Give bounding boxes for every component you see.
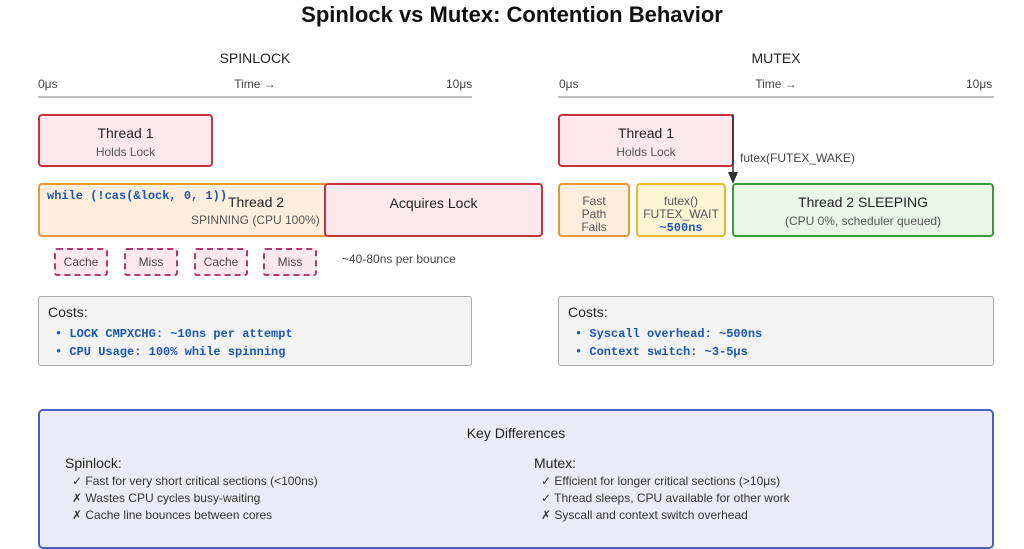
spinlock-thread2-state: SPINNING (CPU 100%) [191,213,320,227]
key-mutex-item: ✓ Thread sleeps, CPU available for other… [541,491,790,505]
spinlock-thread1-box: Thread 1 Holds Lock [38,114,213,167]
spinlock-thread1-state: Holds Lock [95,145,156,159]
spinlock-heading: SPINLOCK [219,50,291,66]
mutex-timeline-axis [558,96,994,98]
spinlock-timeline-axis [38,96,472,98]
fast-path-line: Fast [582,194,606,208]
spinlock-axis-end: 10μs [446,77,473,91]
mutex-axis-start: 0μs [559,77,579,91]
key-differences-title: Key Differences [466,425,566,441]
futex-wake-label: futex(FUTEX_WAKE) [740,151,855,165]
futex-wait-label: FUTEX_WAIT [643,207,719,221]
spinlock-cost-item: • LOCK CMPXCHG: ~10ns per attempt [55,327,293,341]
key-mutex-item: ✗ Syscall and context switch overhead [541,508,748,522]
cache-cell: Cache [54,248,108,276]
spinlock-thread1-name: Thread 1 [97,125,154,141]
fast-path-line: Fails [581,220,607,234]
cache-cell: Miss [124,248,178,276]
mutex-costs-title: Costs: [568,304,608,320]
key-spinlock-item: ✓ Fast for very short critical sections … [72,474,318,488]
mutex-costs-box: Costs: • Syscall overhead: ~500ns • Cont… [558,296,994,366]
key-mutex-item: ✓ Efficient for longer critical sections… [541,474,781,488]
key-spinlock-item: ✗ Wastes CPU cycles busy-waiting [72,491,261,505]
cache-cell: Miss [263,248,317,276]
spinlock-thread2-name: Thread 2 [228,194,285,210]
mutex-thread2-state: (CPU 0%, scheduler queued) [784,214,942,228]
futex-call-label: futex() [663,194,698,208]
mutex-heading: MUTEX [751,50,801,66]
spinlock-costs-title: Costs: [48,304,88,320]
key-spinlock-item: ✗ Cache line bounces between cores [72,508,273,522]
diagram-title: Spinlock vs Mutex: Contention Behavior [301,2,723,27]
mutex-axis-end: 10μs [966,77,993,91]
mutex-axis-label: Time → [755,77,797,91]
futex-wait-box: futex() FUTEX_WAIT ~500ns [636,183,726,237]
fast-path-line: Path [581,207,607,221]
spinlock-thread2-box: while (!cas(&lock, 0, 1)) Thread 2 SPINN… [38,183,328,237]
mutex-cost-item: • Syscall overhead: ~500ns [575,327,763,341]
wake-arrow [728,114,738,184]
mutex-thread2-name: Thread 2 SLEEPING [798,194,928,210]
key-differences-box: Key Differences Spinlock: ✓ Fast for ver… [38,409,994,549]
futex-wait-cost: ~500ns [659,221,703,235]
spinlock-acquires-label: Acquires Lock [389,195,478,211]
spinlock-cost-item: • CPU Usage: 100% while spinning [55,345,286,359]
cache-cell: Cache [194,248,248,276]
key-mutex-heading: Mutex: [534,455,577,471]
mutex-thread1-name: Thread 1 [617,125,675,141]
mutex-thread1-state: Holds Lock [616,145,676,159]
spinlock-cas-code: while (!cas(&lock, 0, 1)) [47,189,228,203]
mutex-cost-item: • Context switch: ~3-5μs [575,345,748,359]
spinlock-axis-label: Time → [234,77,276,91]
spinlock-axis-start: 0μs [38,77,58,91]
mutex-thread1-box: Thread 1 Holds Lock [558,114,734,167]
key-spinlock-heading: Spinlock: [65,455,122,471]
bounce-note: ~40-80ns per bounce [342,252,456,266]
fast-path-box: Fast Path Fails [558,183,630,237]
spinlock-acquires-box: Acquires Lock [324,183,543,237]
mutex-thread2-box: Thread 2 SLEEPING (CPU 0%, scheduler que… [732,183,994,237]
spinlock-costs-box: Costs: • LOCK CMPXCHG: ~10ns per attempt… [38,296,472,366]
